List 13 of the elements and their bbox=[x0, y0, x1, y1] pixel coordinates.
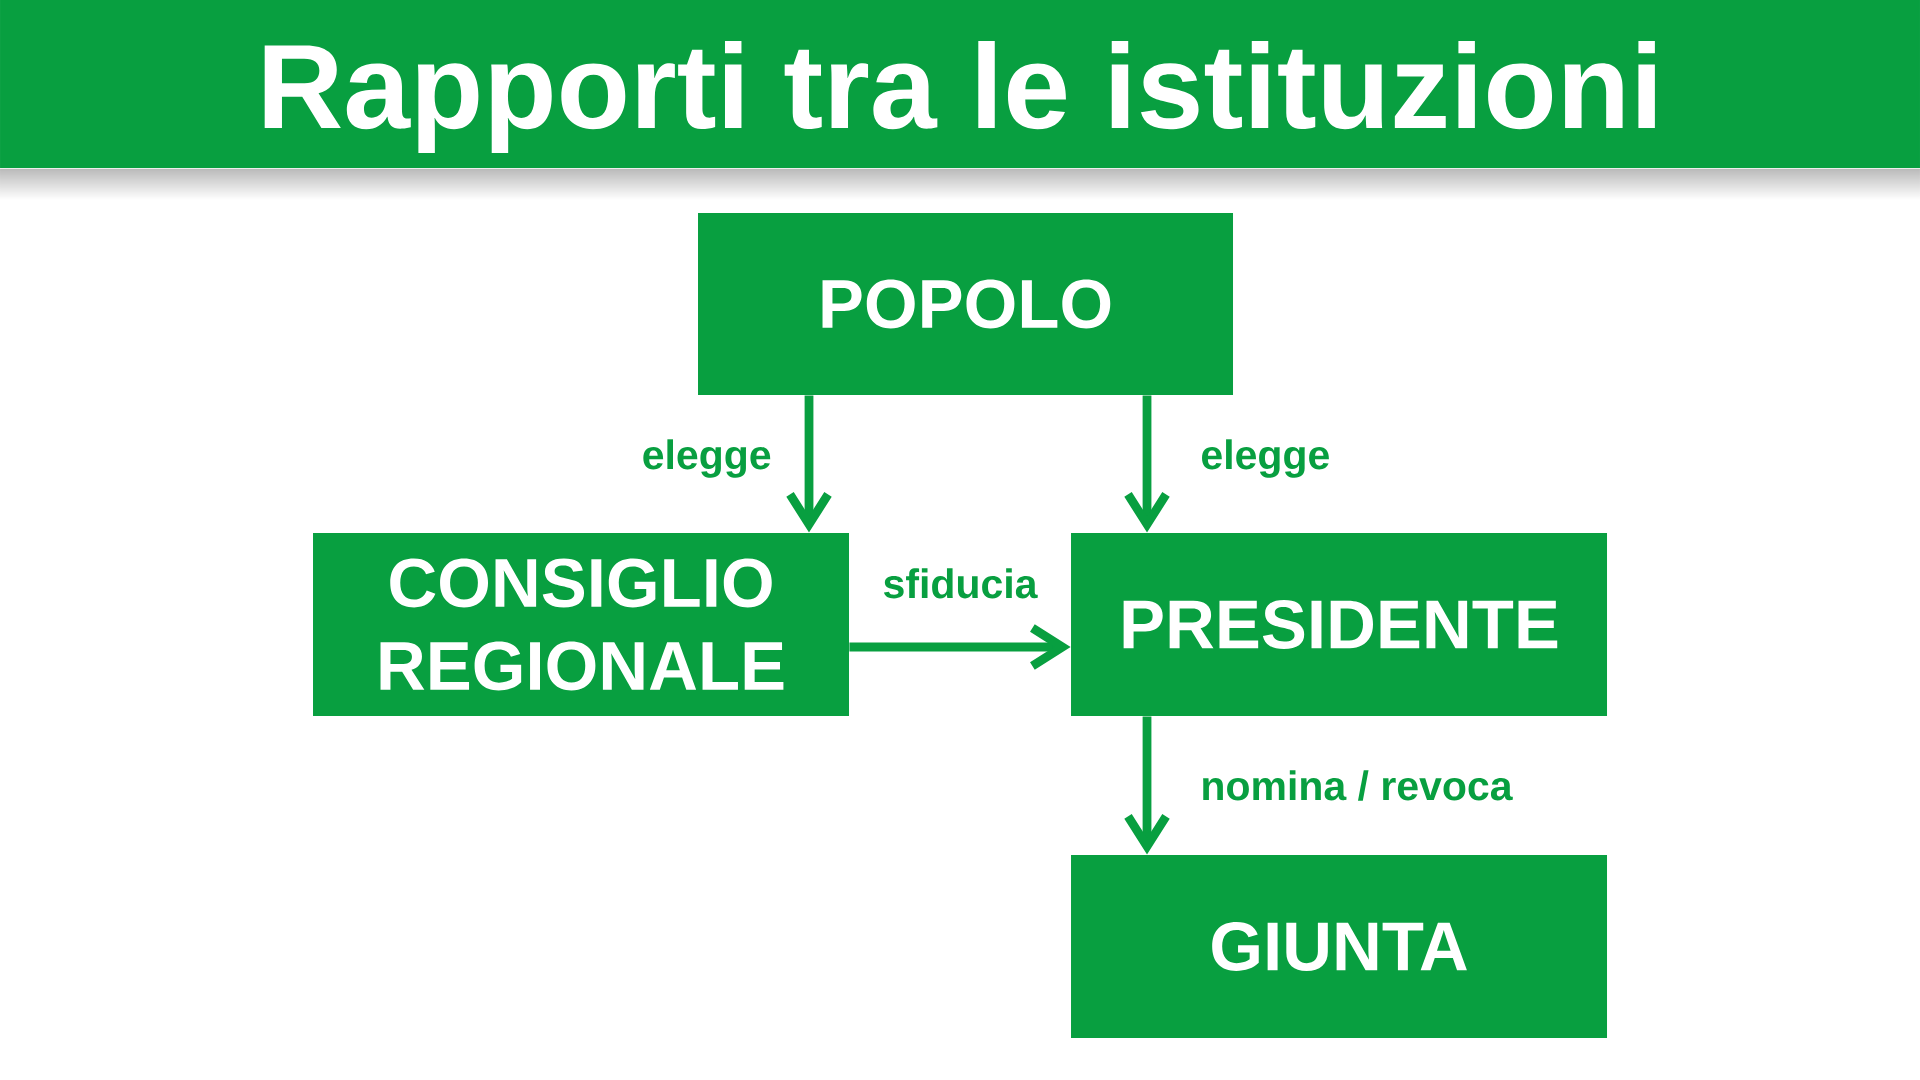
arrow bbox=[786, 395, 832, 533]
edge-label: sfiducia bbox=[884, 568, 1038, 599]
entity-box: PRESIDENTE bbox=[1071, 533, 1607, 716]
edge-label: elegge bbox=[1202, 439, 1329, 478]
entity-box: GIUNTA bbox=[1071, 855, 1607, 1038]
entity-box: CONSIGLIO REGIONALE bbox=[313, 533, 849, 716]
entity-box: POPOLO bbox=[698, 213, 1233, 395]
arrow bbox=[849, 624, 1071, 670]
arrow bbox=[1124, 716, 1170, 855]
edge-label: nomina / revoca bbox=[1203, 770, 1513, 801]
title-banner: Rapporti tra le istituzioni bbox=[0, 0, 1920, 200]
edge-label: elegge bbox=[643, 439, 771, 478]
arrow bbox=[1124, 395, 1170, 533]
